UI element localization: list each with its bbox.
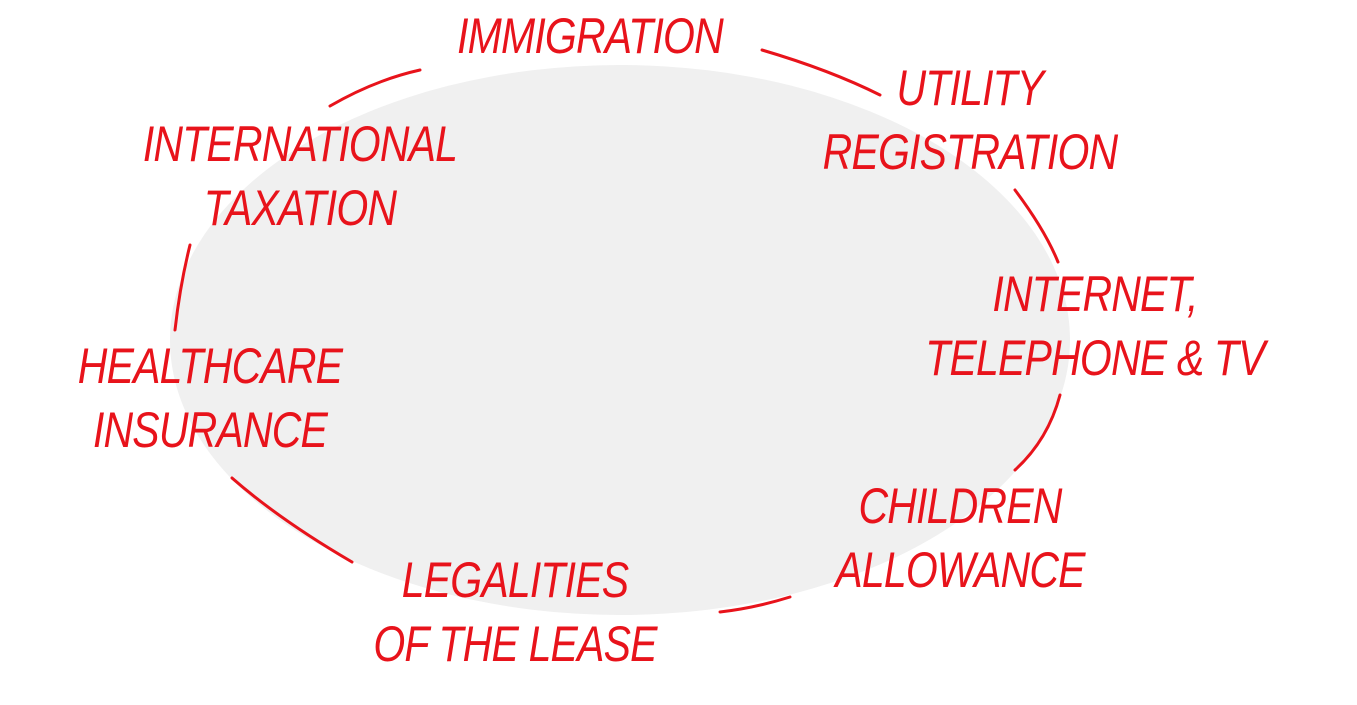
node-internet-telephone-tv-line-2: TELEPHONE & TV	[925, 330, 1265, 386]
node-children-allowance: CHILDREN ALLOWANCE	[821, 474, 1100, 602]
node-legalities-of-the-lease: LEGALITIES OF THE LEASE	[339, 548, 692, 676]
node-utility-registration-line-1: UTILITY	[896, 60, 1045, 116]
node-immigration: IMMIGRATION	[451, 4, 730, 68]
node-international-taxation-line-2: TAXATION	[203, 180, 397, 236]
node-children-allowance-line-1: CHILDREN	[858, 478, 1062, 534]
node-children-allowance-line-2: ALLOWANCE	[835, 542, 1085, 598]
connector-utility-internet	[1013, 188, 1060, 264]
node-healthcare-insurance-line-1: HEALTHCARE	[77, 338, 343, 394]
node-legalities-of-the-lease-line-2: OF THE LEASE	[373, 616, 657, 672]
connector-healthcare-taxation	[173, 243, 192, 332]
node-healthcare-insurance-line-2: INSURANCE	[92, 402, 328, 458]
node-immigration-line-1: IMMIGRATION	[457, 8, 724, 64]
node-international-taxation-line-1: INTERNATIONAL	[142, 116, 458, 172]
connector-legalities-healthcare	[230, 476, 354, 564]
node-utility-registration-line-2: REGISTRATION	[822, 124, 1118, 180]
node-healthcare-insurance: HEALTHCARE INSURANCE	[67, 334, 354, 462]
connector-internet-children	[1013, 393, 1062, 472]
node-international-taxation: INTERNATIONAL TAXATION	[132, 112, 468, 240]
center-ellipse	[170, 65, 1070, 615]
node-internet-telephone-tv: INTERNET, TELEPHONE & TV	[902, 262, 1287, 390]
connector-immigration-utility	[760, 48, 882, 97]
node-legalities-of-the-lease-line-1: LEGALITIES	[401, 552, 629, 608]
connector-children-legalities	[718, 595, 792, 614]
node-internet-telephone-tv-line-1: INTERNET,	[992, 266, 1198, 322]
connector-taxation-immigration	[328, 68, 422, 108]
node-utility-registration: UTILITY REGISTRATION	[814, 56, 1126, 184]
